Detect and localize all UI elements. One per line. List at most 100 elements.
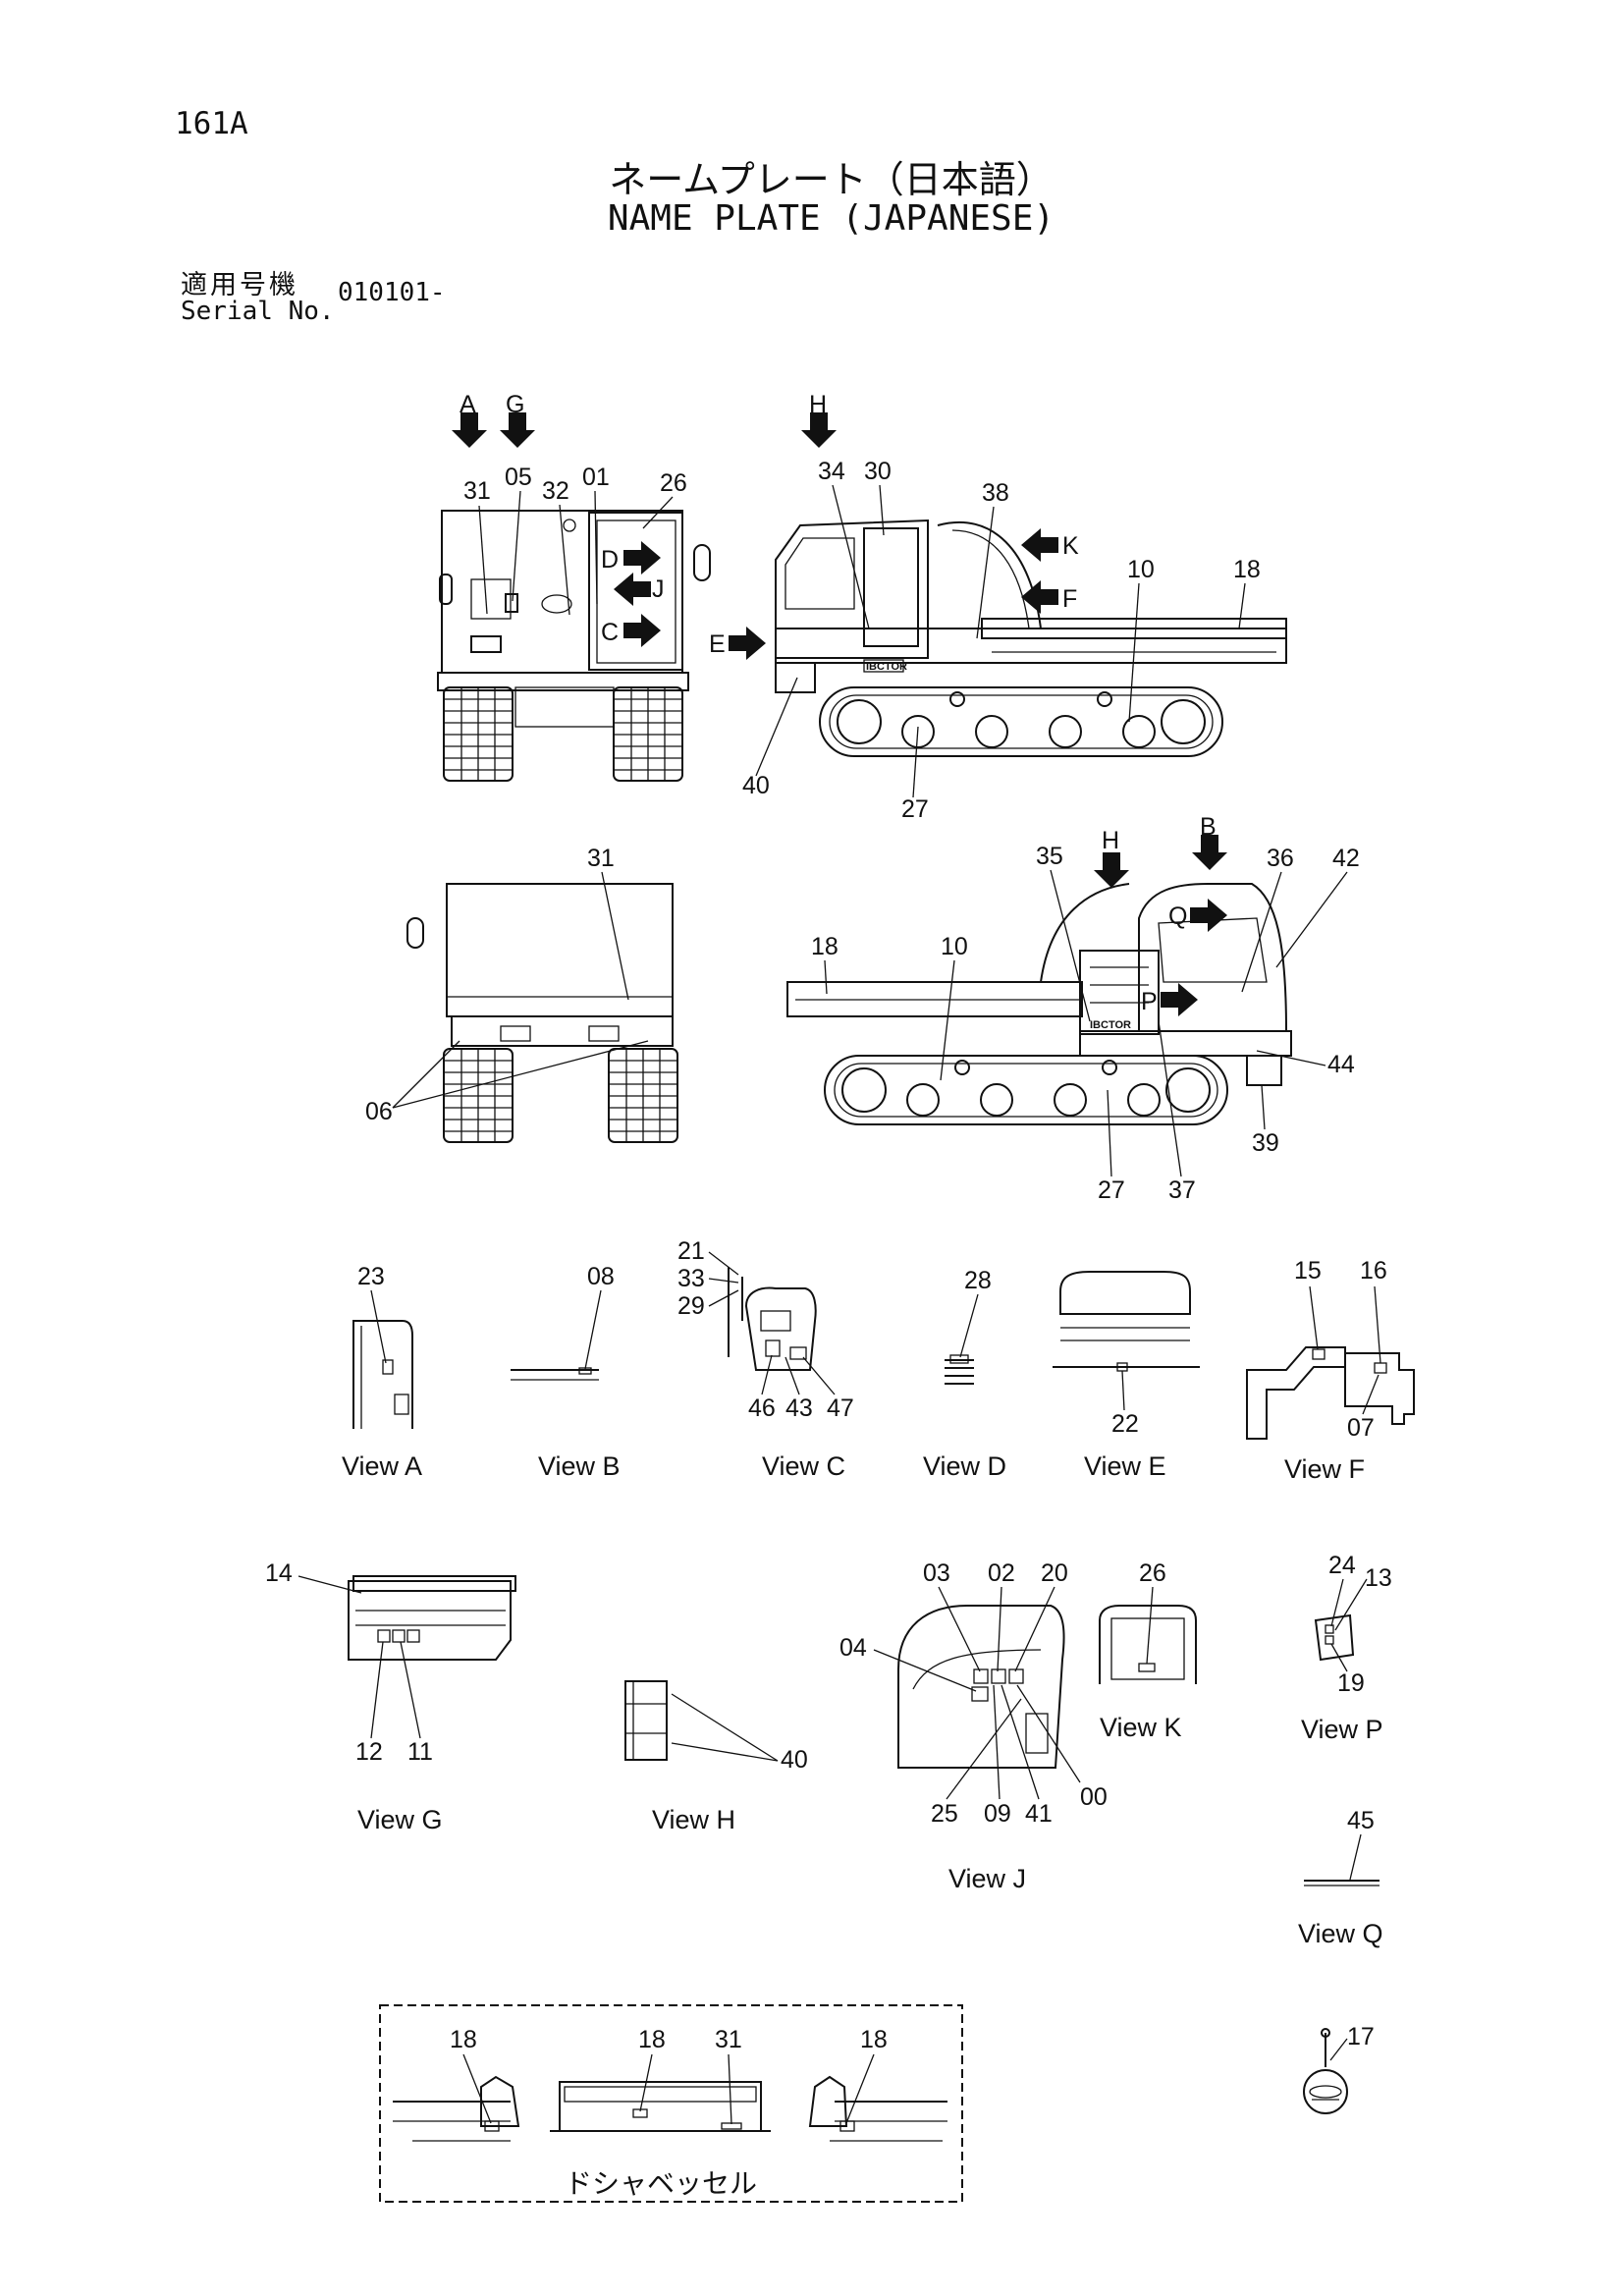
- view-d-drawing: 28 View D: [923, 1267, 1006, 1481]
- arrow-q-icon: [1190, 899, 1227, 932]
- callout-left-34: 34: [818, 458, 845, 485]
- view-q-label: View Q: [1298, 1919, 1383, 1948]
- callout-left-27: 27: [901, 795, 929, 823]
- callout-rear-06: 06: [365, 1098, 393, 1125]
- callout-right-42: 42: [1332, 845, 1360, 872]
- page-number: 161A: [175, 106, 248, 141]
- view-f-label: View F: [1284, 1454, 1365, 1484]
- left-side-view-drawing: H IBCTOR K F E 34 30 38 10 18 40 27: [709, 391, 1287, 823]
- view-e-drawing: 22 View E: [1053, 1271, 1200, 1481]
- view-k-label: View K: [1100, 1713, 1182, 1742]
- view-q-drawing: 45 View Q: [1298, 1807, 1383, 1948]
- serial-number-value: 010101-: [338, 278, 446, 307]
- view-e-label: View E: [1084, 1451, 1166, 1481]
- callout-view-c-47: 47: [827, 1394, 854, 1422]
- arrow-label-b: B: [1200, 813, 1217, 841]
- callout-view-e-22: 22: [1111, 1410, 1139, 1438]
- emblem-drawing: 17: [1303, 2023, 1375, 2114]
- callout-right-27: 27: [1098, 1176, 1125, 1204]
- right-side-view-drawing: H B IBCTOR Q P 35 36 42 18 10 44 39 27 3…: [786, 813, 1360, 1204]
- callout-right-37: 37: [1168, 1176, 1196, 1204]
- view-p-label: View P: [1301, 1715, 1383, 1744]
- view-a-drawing: 23 View A: [342, 1263, 422, 1481]
- callout-view-p-13: 13: [1365, 1564, 1392, 1592]
- view-d-label: View D: [923, 1451, 1006, 1481]
- rear-view-drawing: 31 06: [365, 845, 678, 1143]
- callout-front-26: 26: [660, 469, 687, 497]
- callout-view-g-11: 11: [407, 1738, 433, 1766]
- left-decal-text: IBCTOR: [866, 661, 907, 673]
- callout-view-f-16: 16: [1360, 1257, 1387, 1285]
- arrow-label-j: J: [652, 575, 665, 603]
- callout-view-c-21: 21: [677, 1237, 705, 1265]
- callout-rear-31: 31: [587, 845, 615, 872]
- view-c-label: View C: [762, 1451, 845, 1481]
- arrow-label-c: C: [601, 619, 619, 646]
- callout-view-p-19: 19: [1337, 1669, 1365, 1697]
- callout-view-f-15: 15: [1294, 1257, 1322, 1285]
- callout-left-10: 10: [1127, 556, 1155, 583]
- arrow-label-a: A: [460, 391, 476, 418]
- callout-view-j-09: 09: [984, 1800, 1011, 1828]
- callout-right-39: 39: [1252, 1129, 1279, 1157]
- callout-view-j-41: 41: [1025, 1800, 1053, 1828]
- callout-view-d-28: 28: [964, 1267, 992, 1294]
- callout-view-j-00: 00: [1080, 1783, 1108, 1811]
- arrow-label-p: P: [1141, 988, 1158, 1015]
- view-p-drawing: 24 13 19 View P: [1301, 1552, 1392, 1744]
- arrow-j-icon: [614, 573, 651, 606]
- callout-left-18: 18: [1233, 556, 1261, 583]
- view-g-label: View G: [357, 1805, 443, 1834]
- callout-front-05: 05: [505, 464, 532, 491]
- callout-right-36: 36: [1267, 845, 1294, 872]
- view-a-label: View A: [342, 1451, 422, 1481]
- arrow-f-icon: [1021, 580, 1058, 614]
- callout-front-01: 01: [582, 464, 610, 491]
- callout-right-35: 35: [1036, 843, 1063, 870]
- arrow-p-icon: [1161, 983, 1198, 1016]
- view-j-label: View J: [948, 1864, 1026, 1893]
- callout-dump-18-left: 18: [450, 2026, 477, 2053]
- callout-view-f-07: 07: [1347, 1414, 1375, 1442]
- callout-front-32: 32: [542, 477, 569, 505]
- callout-view-c-46: 46: [748, 1394, 776, 1422]
- page-title-english: NAME PLATE (JAPANESE): [607, 198, 1055, 239]
- view-c-drawing: 21 33 29 46 43 47 View C: [677, 1237, 854, 1481]
- view-b-drawing: 08 View B: [511, 1263, 621, 1481]
- view-j-drawing: 03 02 20 04 25 09 41 00 View J: [839, 1559, 1108, 1893]
- front-view-drawing: A G D J C 31 05 32 01 26: [437, 391, 711, 782]
- view-k-drawing: 26 View K: [1099, 1559, 1197, 1742]
- arrow-label-e: E: [709, 630, 726, 658]
- callout-view-p-24: 24: [1328, 1552, 1356, 1579]
- callout-dump-31: 31: [715, 2026, 742, 2053]
- callout-emblem-17: 17: [1347, 2023, 1375, 2050]
- callout-view-j-03: 03: [923, 1559, 950, 1587]
- callout-view-g-12: 12: [355, 1738, 383, 1766]
- callout-view-j-02: 02: [988, 1559, 1015, 1587]
- view-f-drawing: 15 16 07 View F: [1246, 1257, 1415, 1484]
- arrow-label-k: K: [1062, 532, 1079, 560]
- view-h-drawing: 40 View H: [624, 1680, 808, 1834]
- serial-label-japanese: 適用号機: [181, 270, 298, 301]
- arrow-h2-icon: [1094, 852, 1129, 888]
- arrow-label-g: G: [506, 391, 524, 418]
- callout-view-a-23: 23: [357, 1263, 385, 1290]
- callout-dump-18-right: 18: [860, 2026, 888, 2053]
- dump-bed-caption: ドシャベッセル: [565, 2167, 757, 2200]
- callout-view-j-04: 04: [839, 1634, 867, 1662]
- callout-dump-18-center: 18: [638, 2026, 666, 2053]
- arrow-label-f: F: [1062, 585, 1077, 613]
- serial-label-english: Serial No.: [181, 297, 335, 326]
- callout-left-40: 40: [742, 772, 770, 799]
- arrow-label-q: Q: [1168, 902, 1187, 930]
- arrow-label-d: D: [601, 546, 619, 574]
- callout-view-j-20: 20: [1041, 1559, 1068, 1587]
- callout-view-c-29: 29: [677, 1292, 705, 1320]
- view-g-drawing: 14 12 11 View G: [265, 1559, 516, 1834]
- callout-view-g-14: 14: [265, 1559, 293, 1587]
- callout-left-38: 38: [982, 479, 1009, 507]
- callout-right-18: 18: [811, 933, 839, 960]
- callout-front-31: 31: [463, 477, 491, 505]
- page-title-japanese: ネームプレート（日本語）: [609, 158, 1054, 201]
